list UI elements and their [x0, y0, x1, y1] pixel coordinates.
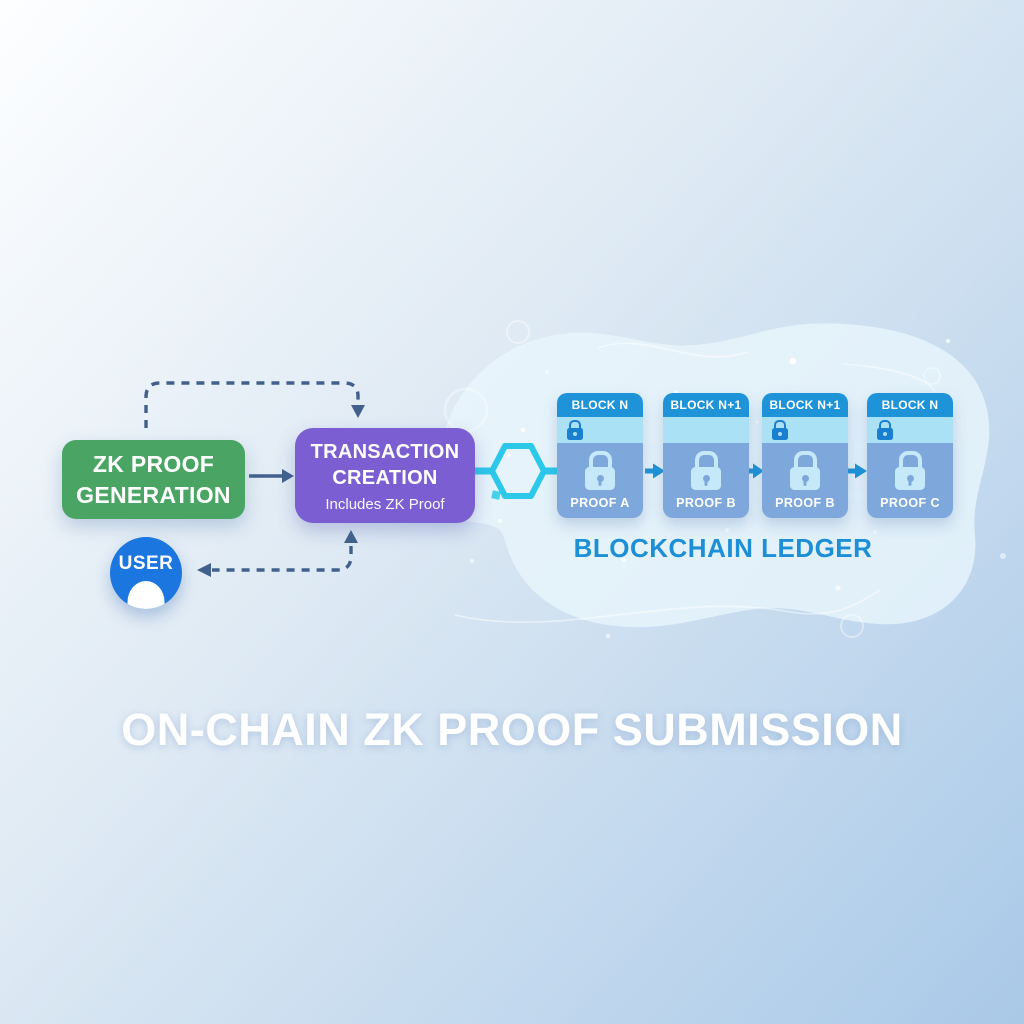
block-card-3: BLOCK N+1 PROOF B: [762, 393, 848, 518]
small-lock-icon: [772, 420, 788, 440]
block-proof-area: PROOF B: [762, 443, 848, 518]
zk-proof-generation-label-line2: GENERATION: [76, 481, 231, 508]
block-hash-band: [762, 417, 848, 443]
block-header: BLOCK N: [557, 393, 643, 417]
decor-ring-icon: [840, 614, 864, 638]
blockchain-ledger-label: BLOCKCHAIN LEDGER: [573, 533, 873, 563]
block-hash-band: [867, 417, 953, 443]
arrowhead-right-icon: [282, 469, 294, 483]
arrowhead-up-icon: [344, 530, 358, 543]
block-header: BLOCK N+1: [762, 393, 848, 417]
large-lock-icon: [585, 451, 615, 490]
zk-proof-generation-box: ZK PROOF GENERATION: [62, 440, 245, 519]
proof-label: PROOF B: [775, 496, 835, 510]
proof-label: PROOF A: [570, 496, 630, 510]
block-header: BLOCK N+1: [663, 393, 749, 417]
dashed-arrow-generation-to-transaction: [144, 381, 360, 428]
decor-ring-icon: [923, 367, 941, 385]
transaction-creation-label-line1: TRANSACTION: [310, 440, 460, 463]
cyan-square-icon: [491, 490, 501, 500]
chain-arrow-icon: [645, 463, 665, 479]
small-lock-icon: [567, 420, 583, 440]
large-lock-icon: [691, 451, 721, 490]
block-card-2: BLOCK N+1 PROOF B: [663, 393, 749, 518]
user-avatar: USER: [110, 537, 182, 609]
large-lock-icon: [895, 451, 925, 490]
block-card-1: BLOCK N PROOF A: [557, 393, 643, 518]
transaction-creation-subtitle: Includes ZK Proof: [325, 495, 445, 513]
small-lock-icon: [877, 420, 893, 440]
zk-proof-generation-label-line1: ZK PROOF: [92, 451, 215, 478]
transaction-creation-label-line2: CREATION: [332, 466, 438, 489]
diagram-title: ON-CHAIN ZK PROOF SUBMISSION: [121, 704, 903, 755]
decor-line-icon: [597, 342, 749, 358]
block-hash-band: [663, 417, 749, 443]
proof-label: PROOF B: [676, 496, 736, 510]
chain-arrow-icon: [749, 463, 764, 479]
large-lock-icon: [790, 451, 820, 490]
block-hash-band: [557, 417, 643, 443]
block-proof-area: PROOF B: [663, 443, 749, 518]
transaction-creation-box: TRANSACTION CREATION Includes ZK Proof: [295, 428, 475, 523]
decor-line-icon: [842, 363, 936, 393]
block-proof-area: PROOF A: [557, 443, 643, 518]
decor-line-icon: [454, 589, 881, 623]
block-header: BLOCK N: [867, 393, 953, 417]
arrowhead-down-icon: [351, 405, 365, 418]
arrowhead-left-icon: [197, 563, 211, 577]
block-card-4: BLOCK N PROOF C: [867, 393, 953, 518]
dashed-arrow-transaction-to-user: [212, 546, 353, 572]
user-label: USER: [118, 553, 174, 574]
block-proof-area: PROOF C: [867, 443, 953, 518]
decor-ring-icon: [506, 320, 530, 344]
proof-label: PROOF C: [880, 496, 940, 510]
user-head-icon: [127, 581, 165, 609]
chain-arrow-icon: [848, 463, 867, 479]
